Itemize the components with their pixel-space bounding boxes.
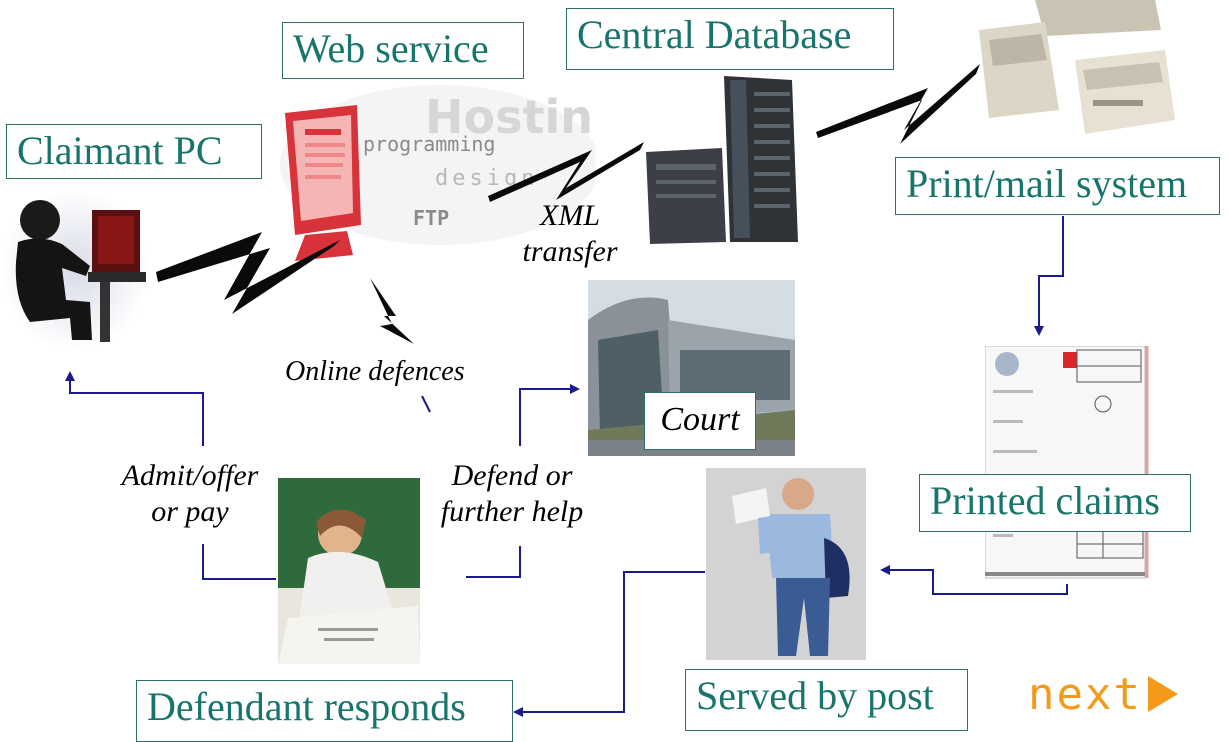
lightning-bolt-db-print	[816, 64, 980, 144]
served-by-post-label: Served by post	[685, 669, 968, 731]
claimant-pc-image	[0, 190, 150, 350]
central-database-label: Central Database	[566, 8, 894, 70]
play-arrow-icon	[1147, 676, 1178, 712]
web-service-label: Web service	[282, 22, 524, 79]
xml-transfer-line1: XML	[540, 199, 600, 232]
lightning-bolt-online-defences	[370, 278, 414, 344]
online-defences-annotation: Online defences	[285, 356, 465, 387]
lightning-bolt-web-db	[488, 142, 644, 202]
next-button[interactable]: next	[1028, 668, 1178, 720]
claimant-pc-label: Claimant PC	[6, 124, 262, 179]
arrow-defendant-to-claimant	[202, 544, 276, 580]
next-label: next	[1028, 668, 1142, 720]
postman-image	[706, 468, 866, 660]
defend-line1: Defend or	[451, 459, 573, 492]
arrow-defend-to-court	[519, 384, 580, 446]
xml-transfer-annotation: XML transfer	[500, 198, 640, 270]
admit-offer-annotation: Admit/offer or pay	[100, 458, 280, 530]
online-defences-tick	[421, 395, 431, 413]
lightning-bolt-pc-web	[156, 232, 340, 314]
defend-line2: further help	[440, 495, 584, 528]
arrow-post-to-defendant	[513, 571, 705, 717]
central-database-image	[642, 72, 812, 248]
printed-claims-image	[985, 346, 1150, 581]
printers-image	[975, 0, 1185, 150]
court-label: Court	[644, 392, 756, 450]
arrow-defendant-to-defend	[466, 546, 521, 578]
print-mail-system-label: Print/mail system	[895, 157, 1220, 215]
xml-transfer-line2: transfer	[522, 235, 618, 268]
arrow-print-to-claims	[1034, 216, 1064, 336]
arrow-claims-to-post	[880, 565, 1068, 595]
ftp-text: FTP	[413, 206, 449, 230]
admit-line2: or pay	[151, 495, 229, 528]
web-service-image: Hosting programming design FTP	[265, 85, 595, 270]
defendant-responds-label: Defendant responds	[136, 680, 513, 742]
printed-claims-label: Printed claims	[919, 474, 1191, 532]
arrow-admit-to-claimant	[65, 371, 204, 446]
hosting-text: Hosting	[425, 90, 595, 144]
defendant-image	[278, 478, 420, 664]
defend-annotation: Defend or further help	[422, 458, 602, 530]
programming-text: programming	[363, 132, 495, 156]
admit-line1: Admit/offer	[121, 459, 259, 492]
